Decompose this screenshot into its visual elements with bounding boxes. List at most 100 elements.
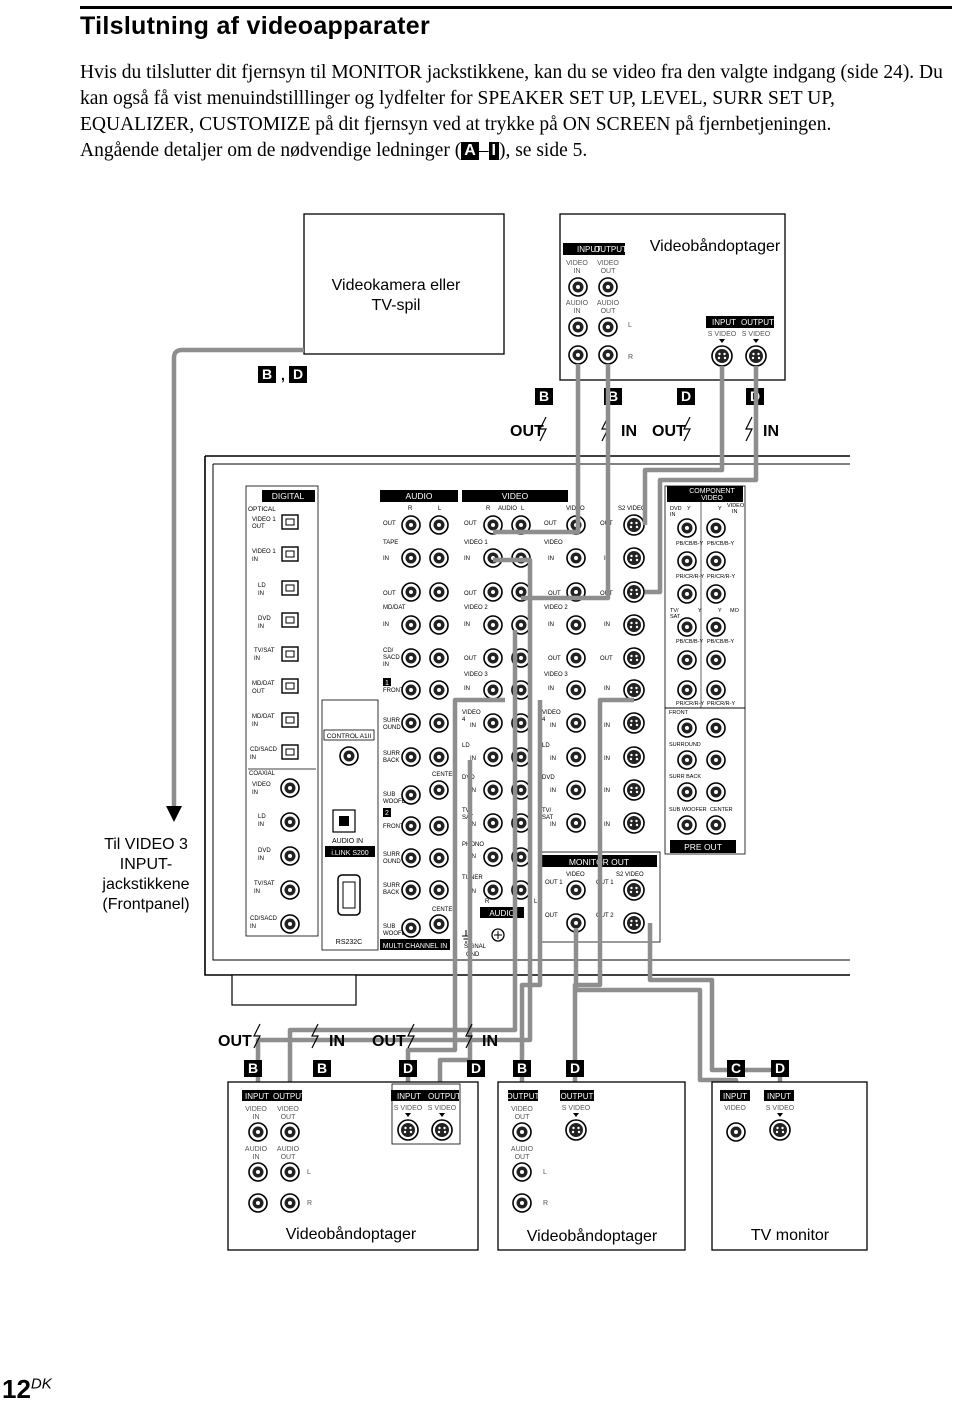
svg-text:AUDIO: AUDIO (406, 491, 433, 501)
svg-text:OUT: OUT (510, 423, 544, 440)
svg-text:OUT 2: OUT 2 (596, 913, 614, 919)
svg-text:OUND: OUND (383, 859, 401, 865)
svg-text:PR/CR/R-Y: PR/CR/R-Y (707, 701, 735, 707)
svg-text:DIGITAL: DIGITAL (272, 491, 305, 501)
svg-text:IN: IN (250, 755, 256, 761)
svg-text:IN: IN (550, 822, 556, 828)
svg-text:4: 4 (462, 717, 466, 723)
svg-text:LD: LD (462, 743, 470, 749)
svg-text:Y: Y (718, 506, 722, 512)
svg-text:IN: IN (252, 790, 258, 796)
svg-text:IN: IN (550, 723, 556, 729)
tv-monitor-label: TV monitor (751, 1227, 830, 1244)
svg-text:Til VIDEO 3: Til VIDEO 3 (104, 836, 188, 853)
svg-text:1: 1 (385, 680, 389, 687)
svg-text:OUTPUT: OUTPUT (741, 318, 774, 327)
svg-text:MULTI CHANNEL IN: MULTI CHANNEL IN (383, 943, 448, 950)
svg-text:VIDEO 1: VIDEO 1 (464, 540, 488, 546)
svg-text:DVD: DVD (542, 775, 555, 781)
svg-text:DVD: DVD (258, 848, 271, 854)
svg-text:PB/CB/B-Y: PB/CB/B-Y (707, 541, 735, 547)
page-language: DK (30, 1375, 52, 1393)
svg-text:OUT: OUT (252, 689, 265, 695)
svg-text:OUT: OUT (515, 1154, 531, 1161)
svg-text:IN: IN (464, 686, 470, 692)
svg-text:OUT: OUT (548, 591, 561, 597)
svg-text:IN: IN (621, 423, 637, 440)
svg-text:Y: Y (687, 506, 691, 512)
svg-text:R: R (408, 506, 413, 512)
svg-text:WOOFER: WOOFER (383, 931, 411, 937)
page-title: Tilslutning af videoapparater (80, 12, 430, 40)
svg-text:IN: IN (252, 557, 258, 563)
svg-text:VIDEO: VIDEO (502, 491, 529, 501)
svg-text:L: L (534, 899, 538, 905)
svg-text:OUND: OUND (383, 725, 401, 731)
svg-text:VIDEO: VIDEO (252, 782, 271, 788)
svg-text:IN: IN (258, 624, 264, 630)
svg-text:VIDEO: VIDEO (277, 1106, 299, 1113)
svg-text:SIGNAL: SIGNAL (464, 944, 487, 950)
svg-text:S VIDEO: S VIDEO (428, 1105, 457, 1112)
svg-text:PHONO: PHONO (462, 842, 484, 848)
svg-text:TV/: TV/ (670, 608, 679, 614)
svg-text:OUT: OUT (372, 1033, 406, 1050)
svg-text:OUTPUT: OUTPUT (507, 1092, 540, 1101)
vcr-output-label: OUTPUT (594, 245, 627, 254)
svg-text:SUB: SUB (383, 792, 395, 798)
svg-text:OUT: OUT (601, 268, 617, 275)
svg-text:SUB WOOFER: SUB WOOFER (669, 807, 707, 813)
svg-text:,: , (281, 367, 285, 383)
svg-text:BACK: BACK (383, 758, 399, 764)
svg-text:TUNER: TUNER (462, 875, 483, 881)
svg-text:S VIDEO: S VIDEO (742, 331, 771, 338)
svg-text:B: B (262, 366, 272, 382)
svg-text:OUTPUT: OUTPUT (561, 1092, 594, 1101)
svg-text:PB/CB/B-Y: PB/CB/B-Y (676, 639, 704, 645)
svg-text:SURR BACK: SURR BACK (669, 774, 701, 780)
svg-text:COMPONENT: COMPONENT (689, 488, 735, 495)
svg-text:IN: IN (604, 756, 610, 762)
svg-text:IN: IN (732, 509, 738, 515)
svg-text:INPUT-: INPUT- (120, 856, 172, 873)
key-i: I (488, 142, 499, 160)
svg-text:2: 2 (385, 810, 389, 817)
svg-text:OUTPUT: OUTPUT (273, 1092, 306, 1101)
svg-text:IN: IN (329, 1033, 345, 1050)
camcorder-label-1: Videokamera eller (332, 277, 461, 294)
svg-text:OUT: OUT (464, 521, 477, 527)
svg-text:AUDIO: AUDIO (489, 909, 514, 918)
svg-text:SACD: SACD (383, 655, 400, 661)
svg-text:VIDEO: VIDEO (245, 1106, 267, 1113)
svg-text:AUDIO: AUDIO (498, 506, 517, 512)
tv-monitor-device: INPUT INPUT VIDEO S VIDEO TV monitor (711, 1081, 868, 1251)
svg-text:VIDEO: VIDEO (566, 872, 585, 878)
svg-text:IN: IN (253, 1154, 260, 1161)
frontpanel-label: Til VIDEO 3 INPUT- jackstikkene (Frontpa… (101, 836, 189, 913)
svg-text:IN: IN (550, 756, 556, 762)
svg-text:IN: IN (482, 1033, 498, 1050)
svg-text:FRONT: FRONT (383, 688, 404, 694)
svg-text:LD: LD (542, 743, 550, 749)
svg-text:D: D (775, 1060, 785, 1076)
svg-text:OUT: OUT (383, 591, 396, 597)
svg-text:WOOFER: WOOFER (383, 799, 411, 805)
svg-text:INPUT: INPUT (767, 1092, 791, 1101)
svg-text:S2 VIDEO: S2 VIDEO (618, 506, 646, 512)
svg-text:OUTPUT: OUTPUT (428, 1092, 461, 1101)
svg-text:B: B (608, 388, 618, 404)
svg-text:MD/DAT: MD/DAT (252, 681, 275, 687)
svg-text:OUT: OUT (218, 1033, 252, 1050)
svg-text:INPUT: INPUT (712, 318, 736, 327)
svg-text:D: D (471, 1060, 481, 1076)
svg-text:R: R (485, 899, 490, 905)
intro-suffix: ), se side 5. (498, 140, 588, 161)
svg-text:FRONT: FRONT (669, 710, 689, 716)
svg-text:MD/DAT: MD/DAT (252, 714, 275, 720)
vcr-top-device: Videobåndoptager INPUT OUTPUT VIDEO IN V… (559, 213, 786, 381)
svg-text:D: D (681, 388, 691, 404)
vcr-video-in-label: VIDEO (566, 260, 588, 267)
svg-text:IN: IN (604, 622, 610, 628)
svg-text:AUDIO: AUDIO (597, 300, 620, 307)
svg-text:AUDIO: AUDIO (511, 1146, 534, 1153)
